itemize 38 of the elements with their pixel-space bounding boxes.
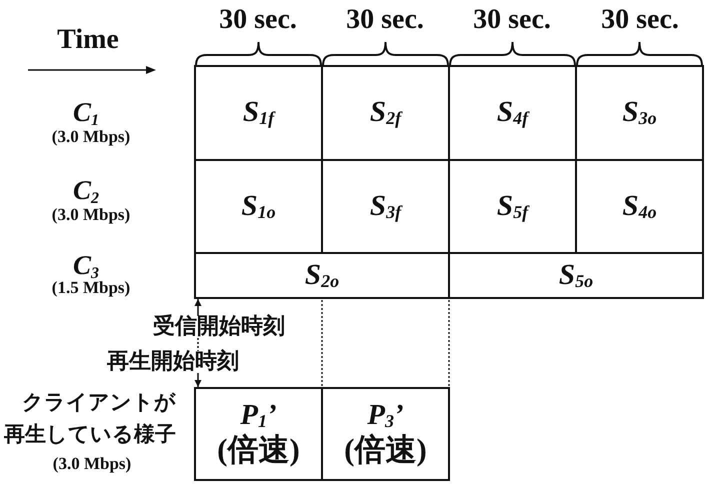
segment-label: S$_{1f}$ [242, 97, 274, 129]
playback-cell [321, 387, 450, 481]
time-label: 再生開始時刻 [107, 351, 239, 373]
arrow [194, 299, 202, 316]
bitrate-label: (1.5 Mbps) [52, 279, 130, 296]
segment-cell [194, 252, 450, 299]
duration-label: 30 sec. [219, 6, 297, 34]
duration-label: 30 sec. [473, 6, 551, 34]
speed-label: (倍速) [344, 432, 427, 468]
playback-cell [194, 387, 323, 481]
segment-cell [575, 65, 704, 161]
channel-label: C$_{2}$ [73, 177, 99, 204]
segment-label: S$_{2o}$ [304, 260, 340, 292]
arrow [194, 373, 202, 387]
duration-label: 30 sec. [346, 6, 424, 34]
segment-label: P$_{3}$’ [367, 400, 404, 432]
segment-cell [194, 65, 323, 161]
bitrate-label: (3.0 Mbps) [52, 128, 130, 145]
segment-label: S$_{2f}$ [370, 97, 402, 129]
segment-label: S$_{5f}$ [496, 190, 528, 222]
bitrate-label: (3.0 Mbps) [52, 455, 132, 472]
segment-label: S$_{3f}$ [370, 190, 402, 222]
segment-label: S$_{4f}$ [496, 97, 528, 129]
segment-label: S$_{4o}$ [622, 190, 657, 222]
duration-label: 30 sec. [601, 6, 679, 34]
row-label: クライアントが再生している様子 [4, 389, 177, 448]
time-label: 受信開始時刻 [153, 316, 285, 338]
segment-label: P$_{1}$’ [240, 400, 277, 432]
speed-label: (倍速) [217, 432, 300, 468]
channel-label: C$_{3}$ [73, 252, 99, 279]
segment-label: S$_{3o}$ [622, 97, 657, 129]
segment-cell [448, 252, 704, 299]
segment-label: S$_{5o}$ [558, 260, 594, 292]
segment-label: S$_{1o}$ [241, 190, 276, 222]
connector-line [197, 338, 199, 351]
channel-label: C$_{1}$ [73, 99, 99, 126]
axis-label: Time [57, 26, 119, 54]
bitrate-label: (3.0 Mbps) [52, 206, 130, 223]
